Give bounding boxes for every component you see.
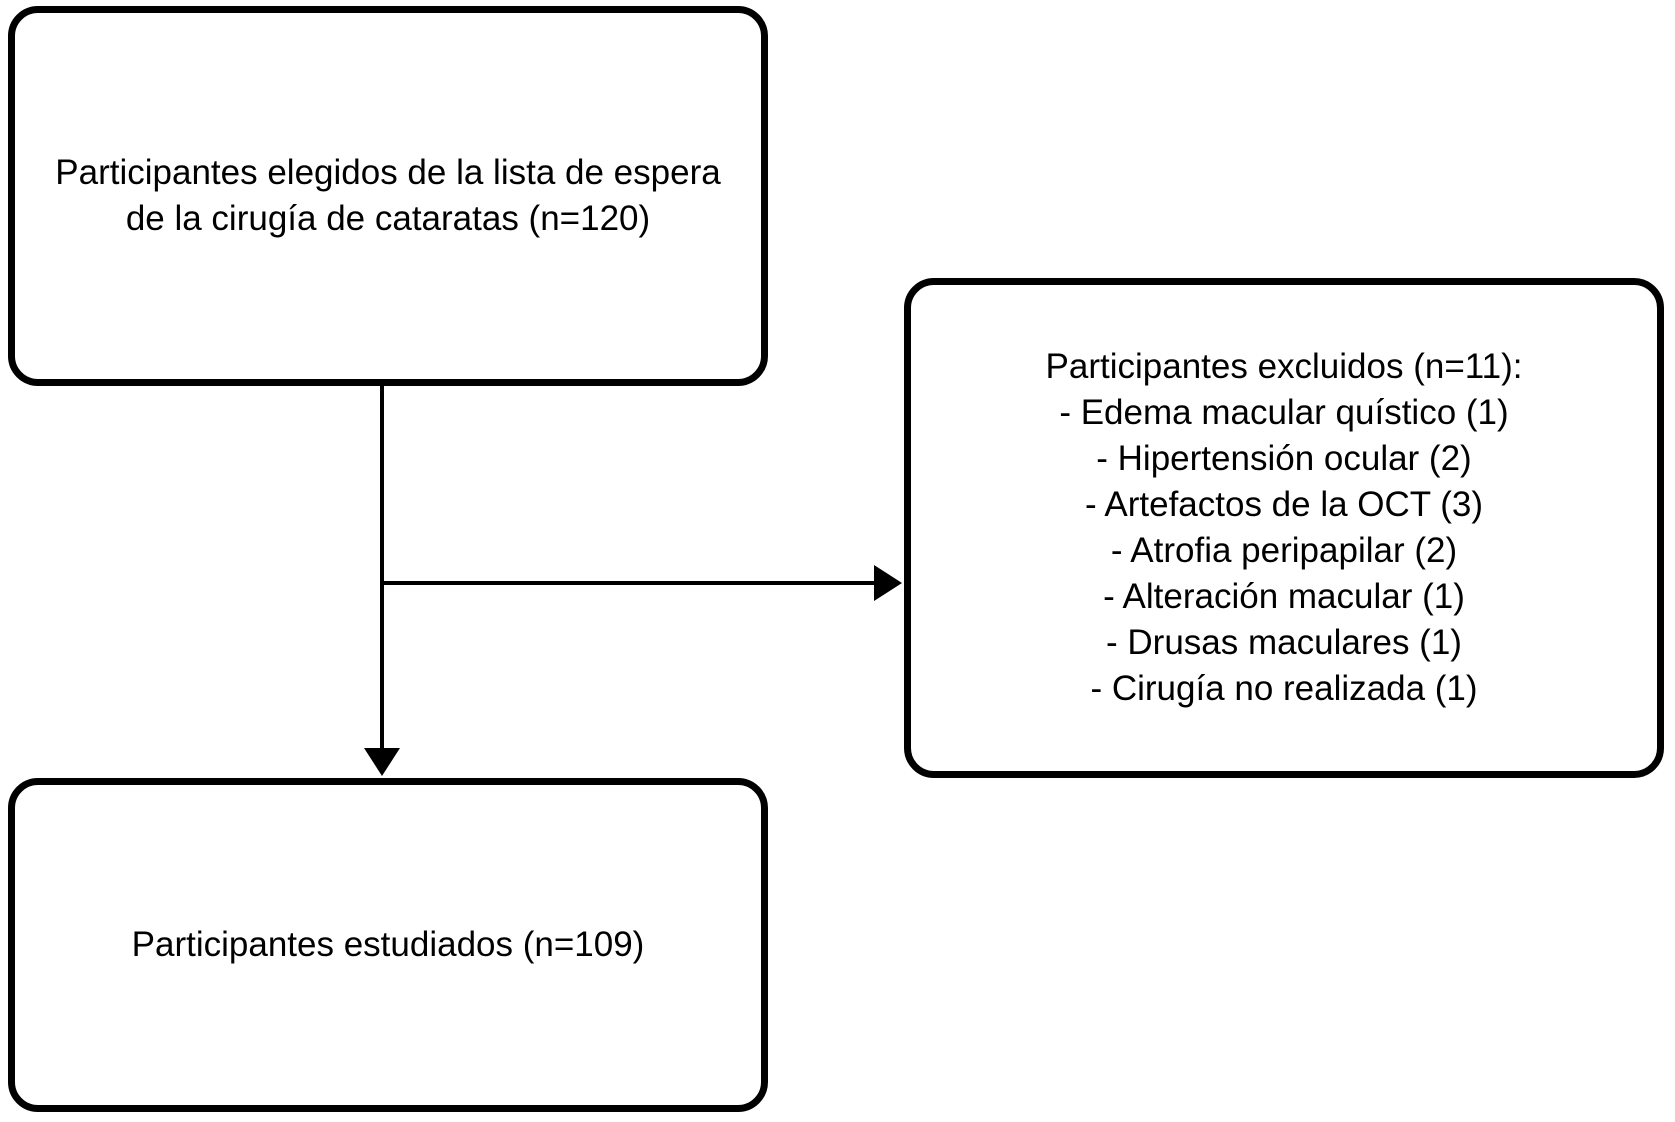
arrowhead-right-icon <box>874 565 902 601</box>
excluded-item-drusas-maculares: - Drusas maculares (1) <box>1106 623 1462 662</box>
eligible-participants-line1: Participantes elegidos de la lista de es… <box>55 153 721 192</box>
excluded-item-hipertension-ocular: - Hipertensión ocular (2) <box>1096 439 1472 478</box>
connector-line-right <box>382 581 878 585</box>
excluded-item-alteracion-macular: - Alteración macular (1) <box>1103 577 1465 616</box>
box-excluded-participants: Participantes excluidos (n=11): - Edema … <box>904 278 1664 778</box>
arrowhead-down-icon <box>364 748 400 776</box>
box-eligible-participants: Participantes elegidos de la lista de es… <box>8 6 768 386</box>
excluded-participants-title: Participantes excluidos (n=11): <box>1045 347 1523 386</box>
excluded-item-edema-macular: - Edema macular quístico (1) <box>1059 393 1509 432</box>
eligible-participants-line2: de la cirugía de cataratas (n=120) <box>125 199 651 238</box>
connector-line-down <box>380 385 384 752</box>
excluded-item-cirugia-no-realizada: - Cirugía no realizada (1) <box>1090 669 1478 708</box>
excluded-item-atrofia-peripapilar: - Atrofia peripapilar (2) <box>1110 531 1458 570</box>
box-studied-participants: Participantes estudiados (n=109) <box>8 778 768 1112</box>
studied-participants-label: Participantes estudiados (n=109) <box>131 925 645 964</box>
excluded-item-artefactos-oct: - Artefactos de la OCT (3) <box>1084 485 1484 524</box>
